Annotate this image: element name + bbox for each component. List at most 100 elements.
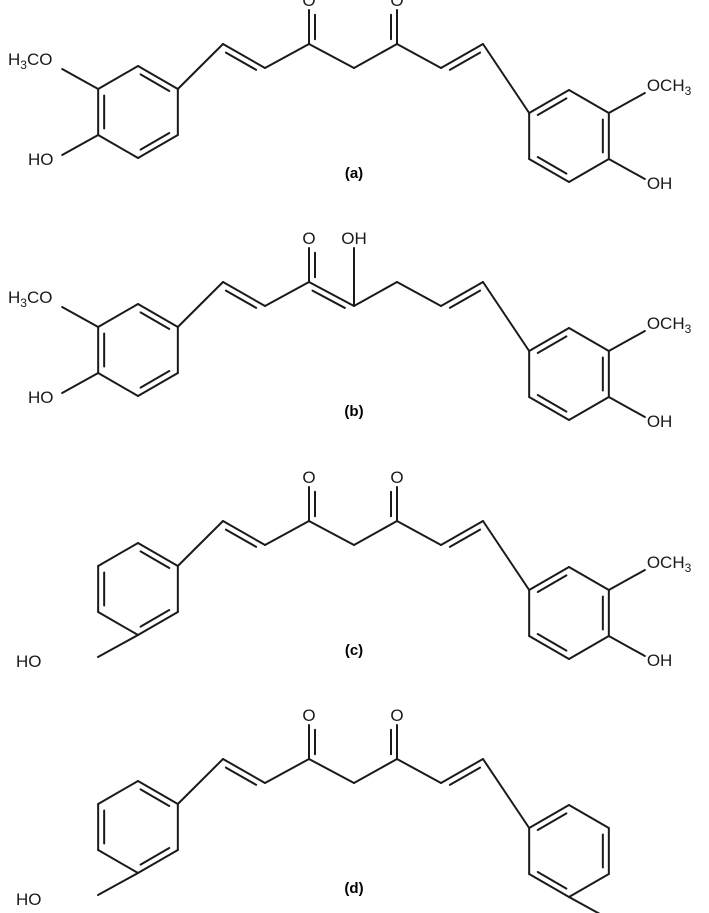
right-ring-bond-3 bbox=[528, 158, 570, 183]
right-hydroxy-label-text: OH bbox=[647, 412, 673, 431]
chain-alkene-left bbox=[222, 520, 266, 546]
chain-alkene-left-inner bbox=[224, 766, 258, 786]
left-ring-bond-3 bbox=[97, 134, 139, 159]
methoxy-subscript-3: 3 bbox=[685, 84, 692, 98]
left-hydroxy-label: HO bbox=[16, 652, 42, 671]
right-ring-bond-5 bbox=[528, 327, 570, 352]
right-methoxy-bond bbox=[607, 330, 646, 352]
methoxy-subscript-3: 3 bbox=[20, 58, 27, 72]
right-ring-bond-0 bbox=[568, 327, 610, 352]
methoxy-co: CO bbox=[27, 50, 53, 69]
left-ring-bond-0 bbox=[137, 780, 179, 805]
panel-label: (c) bbox=[345, 642, 363, 659]
right-ring-bond-5-inner bbox=[536, 574, 568, 593]
right-hydroxy-bond bbox=[568, 896, 601, 913]
methoxy-label-right: OCH3 bbox=[647, 314, 692, 336]
left-ring-bond-3 bbox=[97, 849, 139, 874]
left-ring-bond-2-inner bbox=[139, 132, 171, 151]
right-hydroxy-bond bbox=[607, 396, 646, 418]
chain-bond-4 bbox=[308, 758, 355, 784]
left-hydroxy-label-text: HO bbox=[16, 652, 42, 671]
chain-bond-1 bbox=[176, 43, 224, 90]
left-ring-bond-2 bbox=[137, 611, 179, 636]
right-hydroxy-label: OH bbox=[647, 651, 673, 670]
carbonyl-oxygen-right-text: O bbox=[390, 0, 403, 10]
chain-bond-3 bbox=[264, 281, 310, 307]
right-hydroxy-label: OH bbox=[647, 412, 673, 431]
chain-keto-enol-double bbox=[308, 281, 355, 307]
left-ring-bond-2 bbox=[137, 134, 179, 159]
carbonyl-oxygen-right: O bbox=[390, 706, 403, 725]
left-ring-bond-3 bbox=[97, 611, 139, 636]
enol-hydroxyl-text: OH bbox=[341, 229, 367, 248]
chain-alkene-right-inner bbox=[448, 528, 482, 548]
left-ring-bond-0-inner bbox=[139, 311, 171, 330]
chain-keto-enol-double-inner bbox=[311, 289, 346, 309]
right-methoxy-bond bbox=[607, 569, 646, 591]
methoxy-label-left: H3CO bbox=[8, 288, 52, 310]
methoxy-subscript-3: 3 bbox=[20, 296, 27, 310]
right-ring-bond-5-inner bbox=[536, 335, 568, 354]
left-ring-bond-0 bbox=[137, 65, 179, 90]
right-ring-bond-3-inner bbox=[536, 871, 568, 890]
methoxy-co: CO bbox=[27, 288, 53, 307]
chain-bond-4 bbox=[308, 43, 355, 69]
left-hydroxy-bond bbox=[97, 872, 139, 896]
left-hydroxy-bond bbox=[97, 634, 139, 658]
chain-alkene-left-inner bbox=[224, 51, 258, 71]
right-ring-bond-2 bbox=[568, 873, 610, 898]
left-methoxy-bond bbox=[61, 68, 100, 90]
methoxy-h: H bbox=[8, 288, 20, 307]
left-hydroxy-label: HO bbox=[28, 150, 54, 169]
panel-label: (a) bbox=[345, 165, 363, 182]
carbonyl-oxygen-left-text: O bbox=[302, 706, 315, 725]
methoxy-subscript-3: 3 bbox=[685, 322, 692, 336]
carbonyl-oxygen-left-text: O bbox=[302, 229, 315, 248]
right-ring-bond-5-inner bbox=[536, 97, 568, 116]
right-hydroxy-label-text: OH bbox=[647, 174, 673, 193]
left-ring-bond-2-inner bbox=[139, 370, 171, 389]
chain-alkene-left bbox=[222, 43, 266, 69]
chain-alkene-right-inner bbox=[448, 51, 482, 71]
carbonyl-oxygen-left: O bbox=[302, 229, 315, 248]
carbonyl-oxygen-right: O bbox=[390, 0, 403, 10]
left-ring-bond-2 bbox=[137, 372, 179, 397]
methoxy-label-right: OCH3 bbox=[647, 76, 692, 98]
chain-alkene-left bbox=[222, 758, 266, 784]
left-ring-bond-5 bbox=[97, 303, 139, 328]
chain-bond-3 bbox=[264, 520, 310, 546]
left-hydroxy-label: HO bbox=[28, 388, 54, 407]
chain-bond-8 bbox=[482, 758, 531, 829]
right-ring-bond-3 bbox=[528, 635, 570, 660]
chain-bond-8 bbox=[482, 520, 531, 591]
right-ring-bond-0 bbox=[568, 566, 610, 591]
left-hydroxy-bond bbox=[61, 372, 100, 394]
methoxy-h: H bbox=[8, 50, 20, 69]
chain-bond-3 bbox=[264, 43, 310, 69]
right-ring-bond-3-inner bbox=[536, 394, 568, 413]
chain-bond-4 bbox=[308, 520, 355, 546]
right-ring-bond-2 bbox=[568, 635, 610, 660]
chain-alkene-right-inner bbox=[448, 766, 482, 786]
carbonyl-oxygen-left-text: O bbox=[302, 468, 315, 487]
chain-alkene-left-inner bbox=[224, 289, 258, 309]
methoxy-och: OCH bbox=[647, 76, 685, 95]
right-ring-bond-3 bbox=[528, 873, 570, 898]
chain-bond-3 bbox=[264, 758, 310, 784]
left-ring-bond-0 bbox=[137, 303, 179, 328]
chain-bond-1 bbox=[176, 520, 224, 567]
carbonyl-oxygen-left: O bbox=[302, 0, 315, 10]
carbonyl-oxygen-left: O bbox=[302, 706, 315, 725]
left-ring-bond-5 bbox=[97, 780, 139, 805]
right-ring-bond-3-inner bbox=[536, 633, 568, 652]
right-hydroxy-label-text: OH bbox=[647, 651, 673, 670]
carbonyl-oxygen-left: O bbox=[302, 468, 315, 487]
right-hydroxy-bond bbox=[607, 635, 646, 657]
chain-alkene-right bbox=[440, 520, 484, 546]
left-ring-bond-0-inner bbox=[139, 550, 171, 569]
chain-bond-6 bbox=[396, 43, 442, 69]
carbonyl-oxygen-right-text: O bbox=[390, 706, 403, 725]
